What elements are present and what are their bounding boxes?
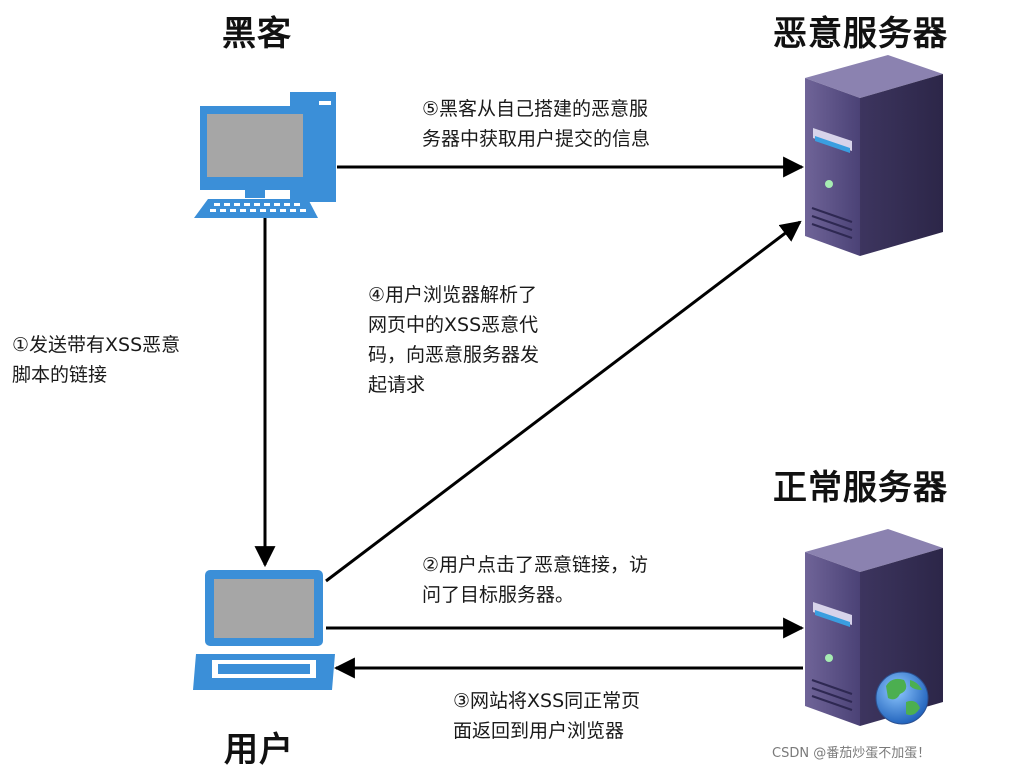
step4-note: ④用户浏览器解析了 网页中的XSS恶意代 码，向恶意服务器发 起请求 (368, 284, 540, 396)
step2-note: ②用户点击了恶意链接，访 问了目标服务器。 (422, 554, 649, 606)
watermark: CSDN @番茄炒蛋不加蛋！ (772, 746, 931, 761)
hacker-title: 黑客 (222, 14, 292, 54)
step5-note: ⑤黑客从自己搭建的恶意服 务器中获取用户提交的信息 (422, 98, 651, 150)
malicious-server-title: 恶意服务器 (773, 14, 948, 54)
user-title: 用户 (224, 730, 294, 770)
arrow-step4 (325, 220, 802, 583)
server-tower-with-globe-icon (805, 529, 943, 726)
server-tower-icon (805, 55, 943, 256)
normal-server-title: 正常服务器 (773, 468, 948, 508)
step3-note: ③网站将XSS同正常页 面返回到用户浏览器 (453, 690, 641, 742)
globe-icon (875, 671, 929, 725)
laptop-icon (193, 570, 335, 690)
step1-note: ①发送带有XSS恶意 脚本的链接 (12, 334, 181, 386)
desktop-computer-icon (194, 92, 336, 218)
